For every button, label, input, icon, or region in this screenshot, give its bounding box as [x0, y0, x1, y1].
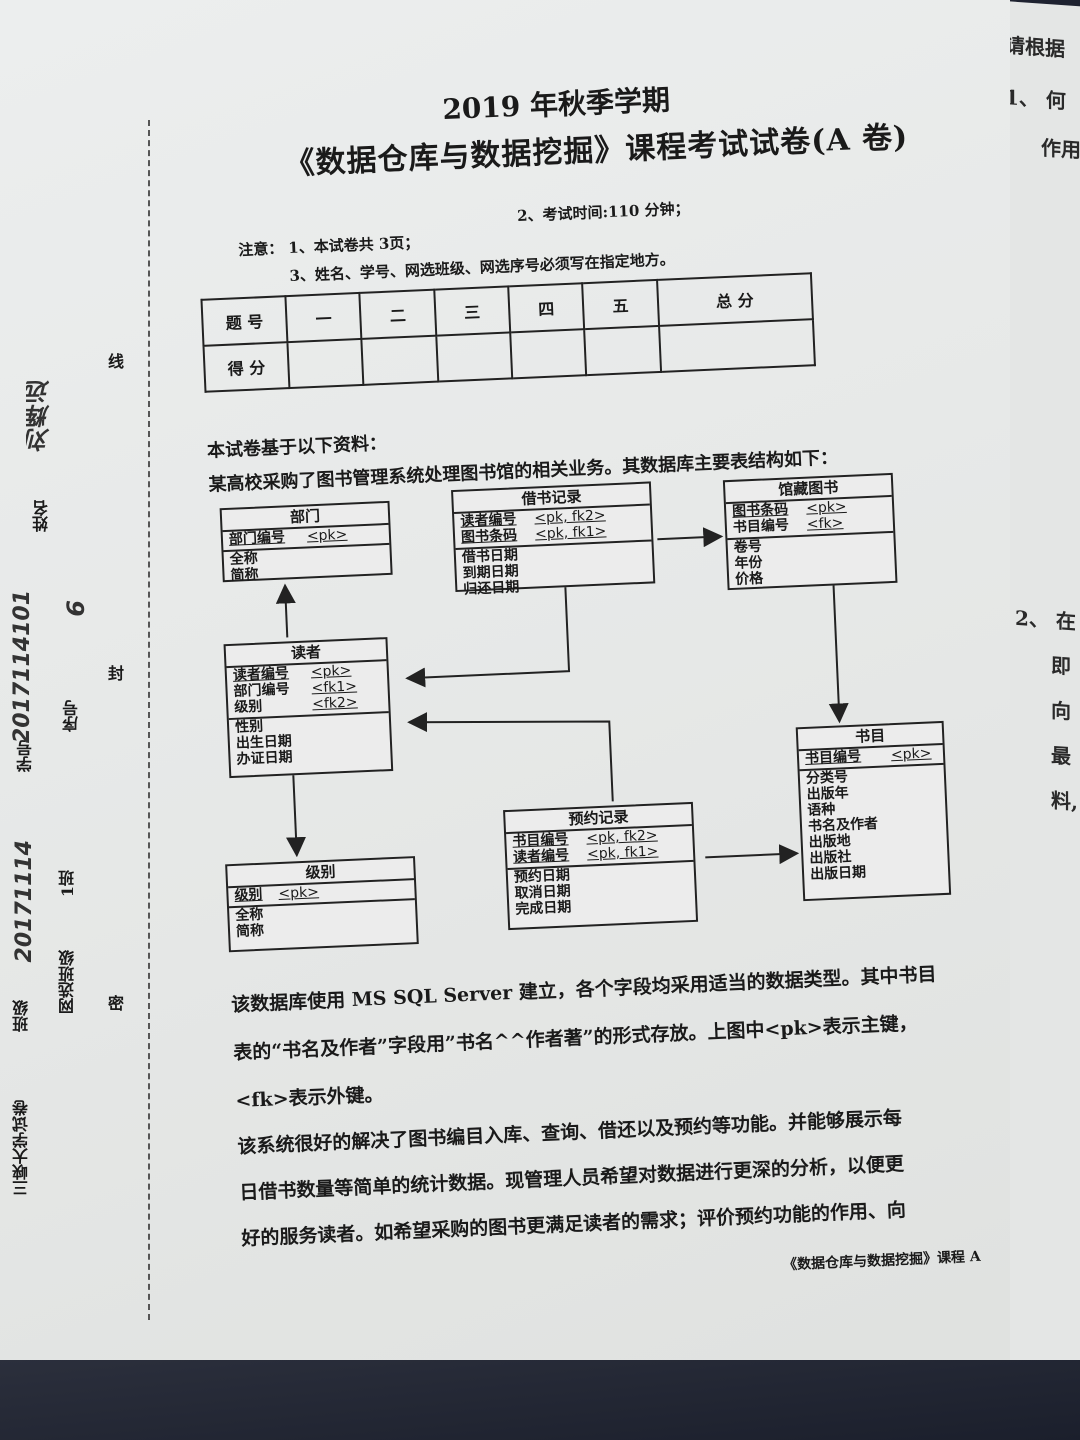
- entity-dept: 部门 部门编号<pk> 全称 简称: [219, 500, 393, 584]
- entity-borrow: 借书记录 读者编号<pk, fk2> 图书条码<pk, fk1> 借书日期 到期…: [451, 481, 656, 598]
- rel-reserve-reader: [407, 712, 614, 802]
- school-label: 三峡大学试卷: [12, 1100, 31, 1196]
- name-value: 刘辉远: [26, 380, 54, 452]
- table-surface: [0, 1360, 1080, 1440]
- seq-label: 序号: [62, 700, 81, 732]
- binding-char-secret: 密: [108, 994, 125, 1013]
- seq-value: 6: [62, 600, 90, 617]
- side-text-1: 请根据: [1005, 33, 1065, 62]
- id-label: 学号: [16, 740, 35, 772]
- side-text-8: 料,: [1051, 788, 1078, 815]
- exam-content: 2019 年秋季学期 《数据仓库与数据挖掘》课程考试试卷(A 卷) 注意： 1、…: [170, 27, 981, 1273]
- field-key: <pk, fk1>: [534, 523, 607, 543]
- field-name: 书目编号: [804, 748, 862, 767]
- field-key: <fk2>: [311, 694, 358, 713]
- binding-dashed-line: [148, 120, 150, 1320]
- netclass-value: 1班: [58, 870, 77, 898]
- relationship-lines: [275, 527, 849, 865]
- field-name: 级别: [233, 698, 263, 716]
- entity-catalog: 书目 书目编号<pk> 分类号 出版年 语种 书名及作者 出版地 出版社 出版日…: [795, 720, 952, 902]
- field-key: <pk>: [278, 884, 320, 903]
- side-text-5: 即: [1051, 653, 1071, 679]
- page-footer: 《数据仓库与数据挖掘》课程 A: [782, 1248, 982, 1274]
- field-key: <pk>: [805, 498, 847, 517]
- side-text-7: 最: [1051, 743, 1071, 769]
- field-key: <pk>: [890, 745, 932, 764]
- rel-reader-dept: [275, 583, 296, 638]
- field-name: 部门编号: [228, 529, 286, 548]
- rel-borrow-holding: [657, 527, 724, 548]
- entity-holding: 馆藏图书 图书条码<pk> 书目编号<fk> 卷号 年份 价格: [722, 472, 898, 591]
- binding-char-seal: 封: [108, 664, 125, 683]
- side-text-3: 作用: [1041, 135, 1080, 163]
- id-value: 2017114101: [10, 590, 35, 744]
- exam-paper: 线 封 密 姓名 刘辉远 序号 6 学号 2017114101 网选班级 1班 …: [0, 0, 1010, 1440]
- field-name: 读者编号: [512, 847, 570, 866]
- side-text-2: 1、 何: [1005, 85, 1066, 114]
- rel-borrow-reader: [405, 583, 571, 688]
- side-text-6: 向: [1051, 698, 1071, 724]
- class-label: 班级: [12, 1000, 31, 1032]
- field-key: <pk>: [310, 662, 352, 681]
- field-key: <pk>: [306, 526, 348, 545]
- entity-keys: 读者编号<pk> 部门编号<fk1> 级别<fk2>: [226, 661, 389, 721]
- field-name: 级别: [234, 886, 263, 904]
- name-label: 姓名: [32, 500, 51, 532]
- netclass-label: 网选班级: [58, 950, 77, 1014]
- class-value: 20171114: [12, 840, 37, 963]
- field-key: <pk, fk1>: [586, 843, 659, 863]
- field-key: <fk>: [806, 515, 844, 533]
- rel-holding-catalog: [828, 581, 849, 724]
- entity-reader: 读者 读者编号<pk> 部门编号<fk1> 级别<fk2> 性别 出生日期 办证…: [223, 637, 394, 779]
- field-name: 图书条码: [460, 527, 518, 546]
- rel-reader-level: [286, 773, 307, 858]
- entity-level: 级别 级别<pk> 全称 简称: [225, 856, 419, 953]
- binding-char-line: 线: [108, 352, 125, 371]
- rel-reserve-catalog: [705, 844, 800, 865]
- entity-reserve: 预约记录 书目编号<pk, fk2> 读者编号<pk, fk1> 预约日期 取消…: [503, 801, 699, 931]
- field-name: 书目编号: [732, 517, 790, 536]
- side-text-4: 2、 在: [1015, 605, 1076, 635]
